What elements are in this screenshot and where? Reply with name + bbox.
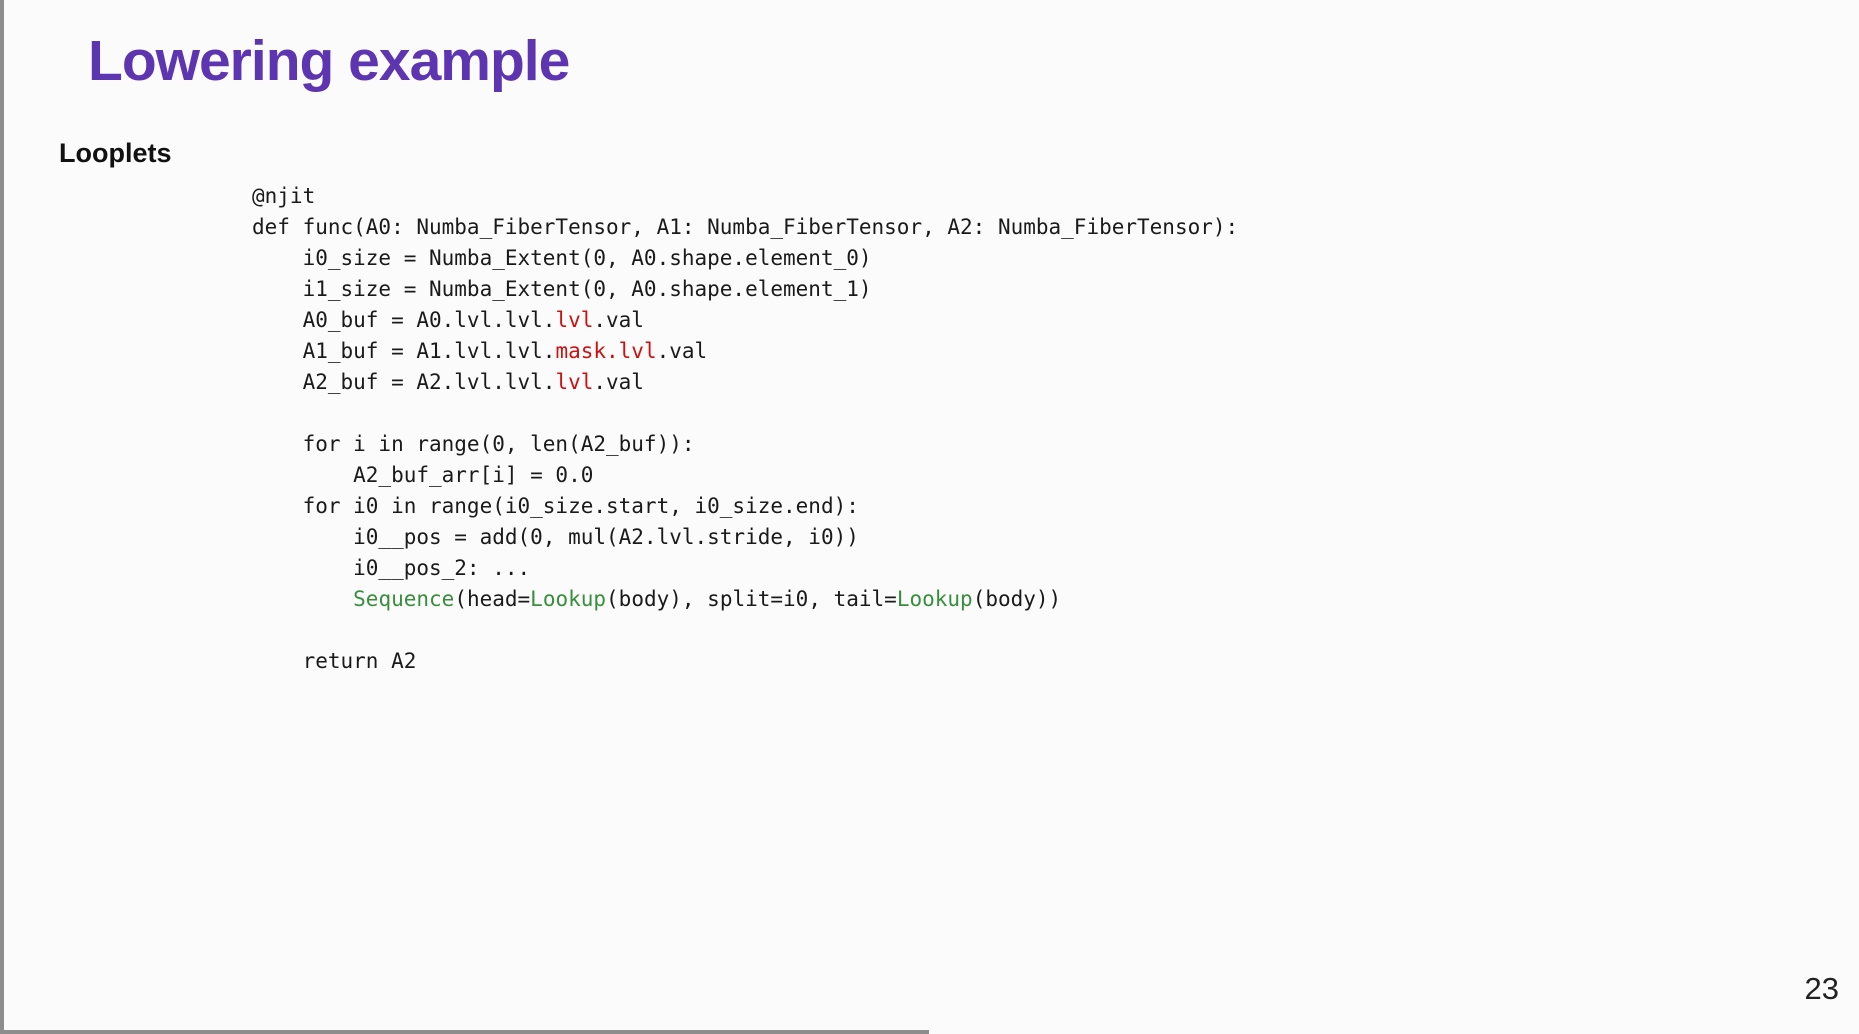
code-block: @njit def func(A0: Numba_FiberTensor, A1:… xyxy=(252,181,1238,677)
code-segment: A0_buf = A0.lvl.lvl. xyxy=(252,308,556,332)
code-segment: i0__pos_2: ... xyxy=(252,556,531,580)
code-line: for i in range(0, len(A2_buf)): xyxy=(252,429,1238,460)
code-line: A0_buf = A0.lvl.lvl.lvl.val xyxy=(252,305,1238,336)
window-edge-left xyxy=(0,0,4,1034)
code-segment: Sequence xyxy=(353,587,455,611)
code-segment: @njit xyxy=(252,184,316,208)
code-segment: A2_buf_arr[i] = 0.0 xyxy=(252,463,594,487)
code-segment: lvl xyxy=(555,308,594,332)
code-segment: (body), split=i0, tail= xyxy=(606,587,897,611)
code-line xyxy=(252,615,1238,646)
code-line: A2_buf_arr[i] = 0.0 xyxy=(252,460,1238,491)
code-line xyxy=(252,398,1238,429)
code-line: i1_size = Numba_Extent(0, A0.shape.eleme… xyxy=(252,274,1238,305)
slide-progress-bar xyxy=(0,1030,929,1034)
looplets-label: Looplets xyxy=(59,138,172,168)
code-segment xyxy=(252,587,353,611)
code-segment: mask.lvl xyxy=(555,339,657,363)
code-line: i0_size = Numba_Extent(0, A0.shape.eleme… xyxy=(252,243,1238,274)
code-segment: for i in range(0, len(A2_buf)): xyxy=(252,432,695,456)
code-line: @njit xyxy=(252,181,1238,212)
code-segment: for i0 in range(i0_size.start, i0_size.e… xyxy=(252,494,859,518)
code-line: return A2 xyxy=(252,646,1238,677)
code-segment: lvl xyxy=(555,370,594,394)
code-segment: i1_size = Numba_Extent(0, A0.shape.eleme… xyxy=(252,277,872,301)
code-segment: .val xyxy=(593,308,644,332)
code-segment: .val xyxy=(593,370,644,394)
code-line: for i0 in range(i0_size.start, i0_size.e… xyxy=(252,491,1238,522)
code-segment: (body)) xyxy=(972,587,1062,611)
code-segment: Lookup xyxy=(896,587,973,611)
code-segment: .val xyxy=(656,339,708,363)
code-line: def func(A0: Numba_FiberTensor, A1: Numb… xyxy=(252,212,1238,243)
slide-title: Lowering example xyxy=(88,29,570,93)
code-segment: return A2 xyxy=(252,649,417,673)
code-segment: A2_buf = A2.lvl.lvl. xyxy=(252,370,556,394)
code-line: Sequence(head=Lookup(body), split=i0, ta… xyxy=(252,584,1238,615)
page-number: 23 xyxy=(1804,971,1839,1006)
code-segment: def func(A0: Numba_FiberTensor, A1: Numb… xyxy=(252,215,1239,239)
code-line: i0__pos_2: ... xyxy=(252,553,1238,584)
code-segment: A1_buf = A1.lvl.lvl. xyxy=(252,339,556,363)
code-segment: i0_size = Numba_Extent(0, A0.shape.eleme… xyxy=(252,246,872,270)
code-line: i0__pos = add(0, mul(A2.lvl.stride, i0)) xyxy=(252,522,1238,553)
code-segment: i0__pos = add(0, mul(A2.lvl.stride, i0)) xyxy=(252,525,859,549)
code-line: A2_buf = A2.lvl.lvl.lvl.val xyxy=(252,367,1238,398)
code-segment: Lookup xyxy=(530,587,607,611)
code-line: A1_buf = A1.lvl.lvl.mask.lvl.val xyxy=(252,336,1238,367)
code-segment: (head= xyxy=(454,587,531,611)
